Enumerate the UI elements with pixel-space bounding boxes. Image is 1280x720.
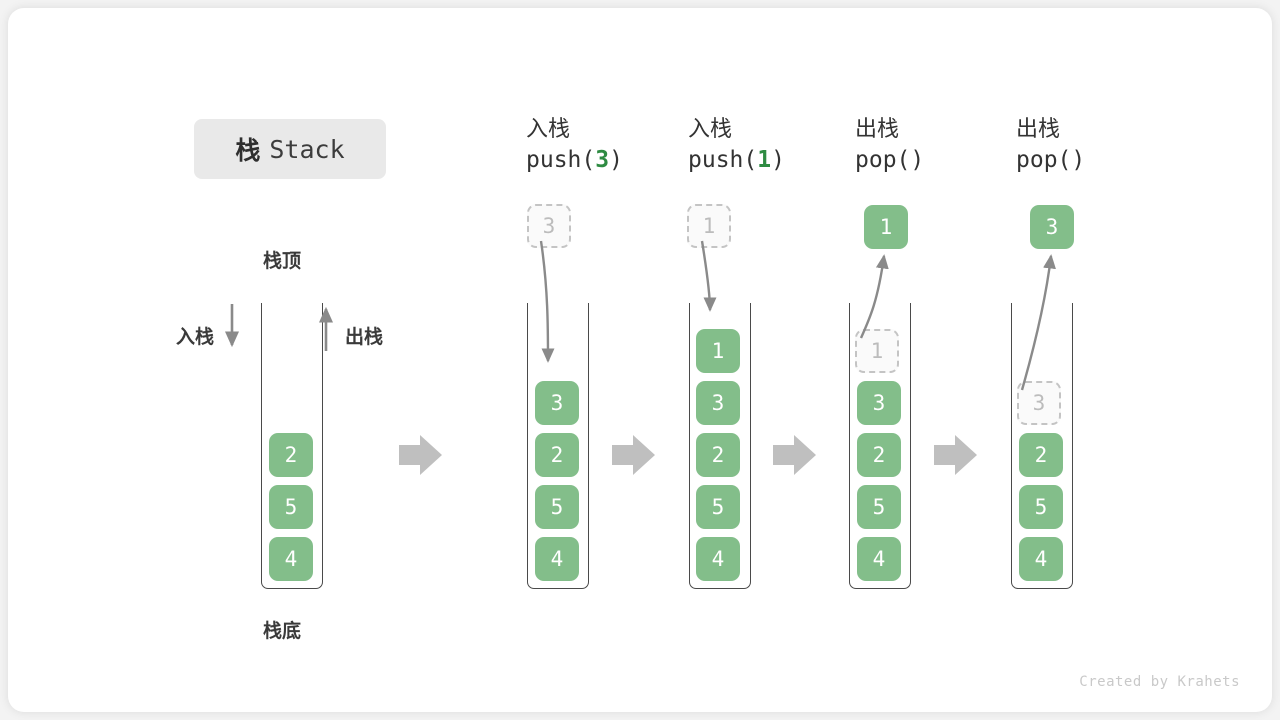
flow-arrow	[612, 435, 655, 475]
stage-header-pop-1: 出栈 pop()	[855, 114, 1055, 176]
diagram-card: 栈 Stack 栈顶 栈底 入栈 出栈 2 5 4 入栈 push(3) 3 3…	[8, 8, 1272, 712]
stack-top-label: 栈顶	[263, 251, 302, 272]
stage-header-cn: 入栈	[688, 116, 733, 141]
stack-cell: 3	[857, 381, 901, 425]
stack-bottom-label: 栈底	[263, 621, 302, 642]
stack-cell: 4	[1019, 537, 1063, 581]
stack-cell: 2	[1019, 433, 1063, 477]
stack-cell: 2	[696, 433, 740, 477]
code-arg: 1	[757, 147, 772, 173]
popped-element: 1	[864, 205, 908, 249]
stage-header-code: push(3)	[526, 147, 623, 173]
attribution-footer: Created by Krahets	[1079, 674, 1240, 690]
flow-arrow	[399, 435, 442, 475]
title-en: Stack	[269, 134, 345, 164]
push-direction-label: 入栈	[176, 327, 215, 348]
stage-header-code: push(1)	[688, 147, 785, 173]
stage-header-push-1: 入栈 push(1)	[688, 114, 888, 176]
popped-element: 3	[1030, 205, 1074, 249]
stack-tube-push-3	[527, 303, 589, 589]
push-motion-arrow-1	[700, 240, 717, 312]
stack-cell: 2	[535, 433, 579, 477]
stack-cell: 4	[696, 537, 740, 581]
stage-header-cn: 出栈	[855, 116, 900, 141]
stage-header-code: pop()	[1016, 147, 1086, 173]
code-arg: 3	[595, 147, 610, 173]
stack-cell: 1	[696, 329, 740, 373]
vacated-slot-ghost: 3	[1017, 381, 1061, 425]
incoming-element-ghost: 1	[687, 204, 731, 248]
stack-cell: 5	[857, 485, 901, 529]
pop-direction-label: 出栈	[345, 327, 384, 348]
title-cn: 栈	[235, 137, 262, 165]
stack-cell: 4	[857, 537, 901, 581]
stack-cell: 2	[269, 433, 313, 477]
stack-cell: 5	[535, 485, 579, 529]
stage-header-push-3: 入栈 push(3)	[526, 114, 726, 176]
flow-arrow	[934, 435, 977, 475]
stage-header-cn: 入栈	[526, 116, 571, 141]
stage-header-cn: 出栈	[1016, 116, 1061, 141]
stack-cell: 4	[269, 537, 313, 581]
stack-tube-pop-2	[1011, 303, 1073, 589]
stage-header-code: pop()	[855, 147, 925, 173]
incoming-element-ghost: 3	[527, 204, 571, 248]
stage-header-pop-2: 出栈 pop()	[1016, 114, 1216, 176]
stack-tube-pop-1	[849, 303, 911, 589]
stack-cell: 3	[696, 381, 740, 425]
diagram-title: 栈 Stack	[194, 119, 386, 179]
stack-tube-initial	[261, 303, 323, 589]
stack-cell: 4	[535, 537, 579, 581]
stack-tube-push-1	[689, 303, 751, 589]
stack-cell: 3	[535, 381, 579, 425]
vacated-slot-ghost: 1	[855, 329, 899, 373]
flow-arrow	[773, 435, 816, 475]
stack-cell: 5	[269, 485, 313, 529]
stack-cell: 2	[857, 433, 901, 477]
stack-cell: 5	[696, 485, 740, 529]
stack-cell: 5	[1019, 485, 1063, 529]
